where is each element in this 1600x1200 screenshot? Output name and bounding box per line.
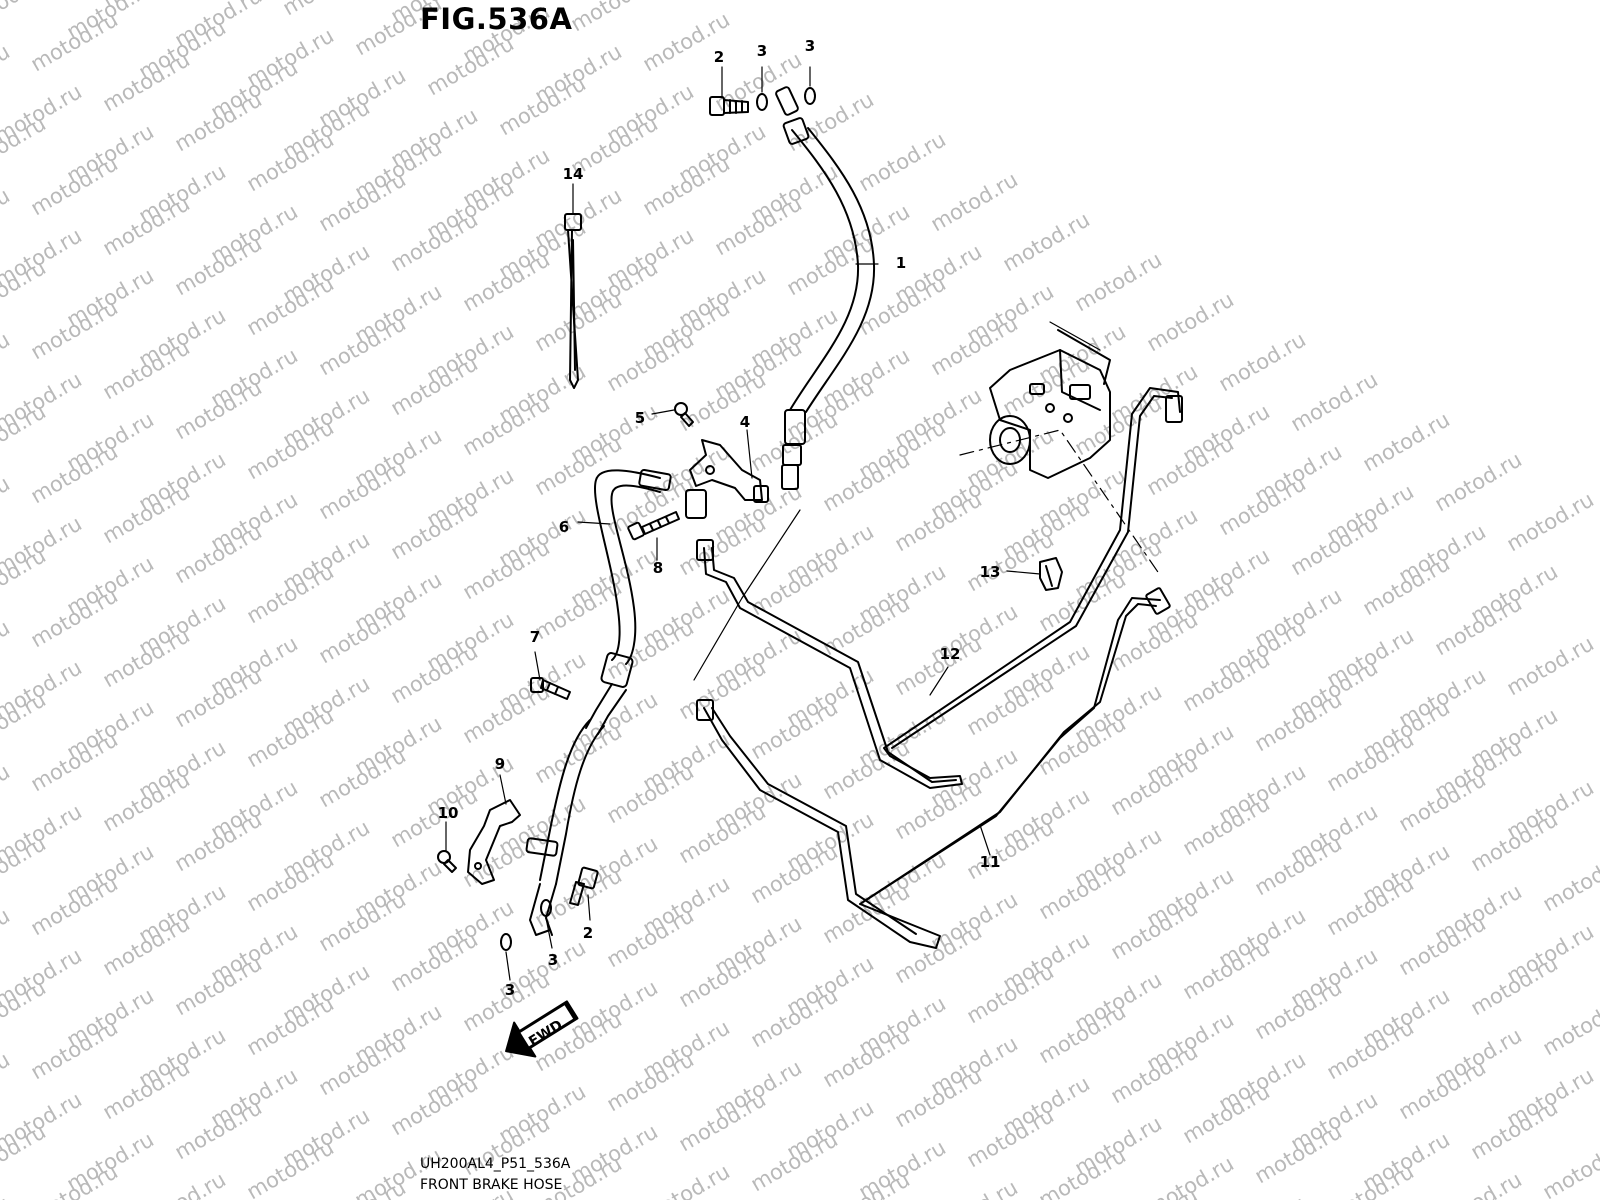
brake-hose-1 (775, 86, 876, 490)
washer-top-a (756, 93, 768, 111)
callout-10: 10 (437, 804, 459, 822)
callout-2-top: 2 (713, 48, 725, 66)
leader-lines (445, 66, 1161, 981)
bolt-8 (627, 511, 680, 541)
callout-6: 6 (558, 518, 570, 536)
bolt-10 (437, 850, 457, 873)
abs-unit (989, 329, 1111, 479)
callout-11: 11 (979, 853, 1001, 871)
callout-12: 12 (939, 645, 961, 663)
callout-1: 1 (895, 254, 907, 272)
callout-7: 7 (529, 628, 541, 646)
callout-8: 8 (652, 559, 664, 577)
washer-lower-b (500, 933, 512, 951)
figure-caption: FRONT BRAKE HOSE (420, 1177, 563, 1193)
brake-pipe-11 (696, 587, 1171, 949)
callout-13: 13 (979, 563, 1001, 581)
callout-2-lower: 2 (582, 924, 594, 942)
callout-3-lower-b: 3 (504, 981, 516, 999)
washer-lower-a (540, 899, 552, 917)
bolt-5 (674, 402, 694, 427)
callout-5: 5 (634, 409, 646, 427)
figure-code: UH200AL4_P51_536A (420, 1156, 571, 1172)
union-bolt-lower (569, 866, 599, 906)
figure-title: FIG.536A (420, 2, 573, 36)
callout-14: 14 (562, 165, 584, 183)
callout-3-lower-a: 3 (547, 951, 559, 969)
callout-3-top-a: 3 (756, 42, 768, 60)
union-bolt-top (709, 96, 749, 116)
bracket-9 (467, 799, 521, 885)
clamp-13 (1039, 557, 1063, 591)
bracket-4 (689, 439, 769, 503)
callout-3-top-b: 3 (804, 37, 816, 55)
bolt-7 (530, 677, 571, 700)
fwd-arrow-icon (505, 1000, 579, 1058)
brake-pipe-12 (696, 387, 1183, 789)
callout-9: 9 (494, 755, 506, 773)
washer-top-b (804, 87, 816, 105)
brake-hose-6 (525, 468, 707, 936)
callout-4: 4 (739, 413, 751, 431)
cable-tie-14 (564, 213, 582, 389)
